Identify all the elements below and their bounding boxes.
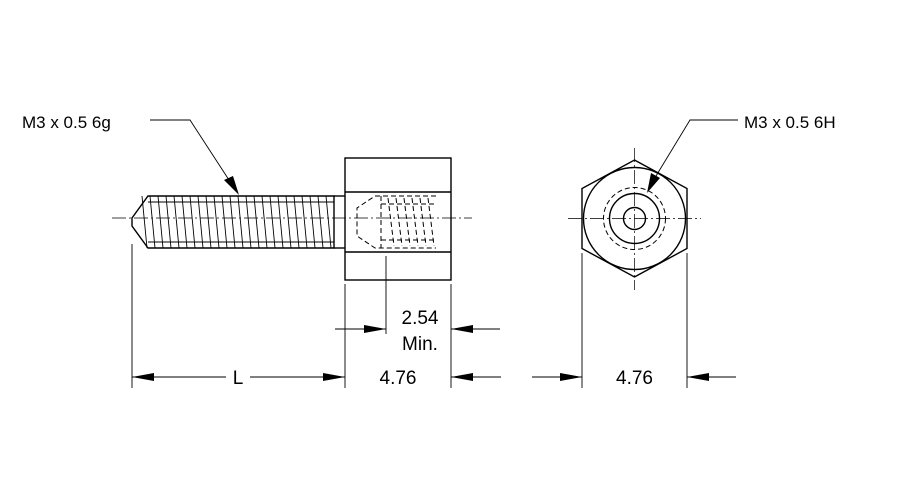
external-thread-crest bbox=[293, 195, 300, 249]
hex-length-label: 4.76 bbox=[380, 368, 417, 389]
length-dimension bbox=[132, 373, 345, 381]
external-thread-leader bbox=[150, 119, 239, 195]
external-thread-crest bbox=[157, 195, 164, 249]
thread-depth-dimension bbox=[335, 325, 500, 333]
external-thread-crest bbox=[285, 195, 292, 249]
external-thread-crest bbox=[269, 195, 276, 249]
external-thread-crest bbox=[245, 195, 252, 249]
external-thread-crest bbox=[181, 195, 188, 249]
internal-thread-leader bbox=[647, 119, 738, 193]
external-thread-crest bbox=[173, 195, 180, 249]
external-thread-crest bbox=[253, 195, 260, 249]
internal-thread-crest bbox=[395, 197, 403, 247]
external-thread-crest bbox=[237, 195, 244, 249]
external-thread-crest bbox=[261, 195, 268, 249]
internal-thread-crest bbox=[403, 197, 411, 247]
external-thread-crest bbox=[221, 195, 228, 249]
across-flats-label: 4.76 bbox=[616, 368, 653, 389]
hex-body bbox=[334, 157, 452, 281]
external-thread-crest bbox=[317, 195, 324, 249]
threaded-stud bbox=[131, 195, 335, 249]
external-thread-crest bbox=[309, 195, 316, 249]
external-thread-crest bbox=[277, 195, 284, 249]
external-thread-crest bbox=[149, 195, 156, 249]
internal-thread-crest bbox=[419, 197, 427, 247]
side-view bbox=[112, 157, 472, 281]
internal-thread-crest bbox=[387, 197, 395, 247]
external-thread-crest bbox=[301, 195, 308, 249]
thread-depth-qualifier: Min. bbox=[402, 334, 438, 355]
end-view bbox=[568, 148, 701, 290]
external-thread-crest bbox=[141, 195, 148, 249]
internal-tapped-hole bbox=[356, 195, 436, 249]
extension-lines bbox=[131, 244, 688, 388]
external-thread-lines bbox=[141, 195, 332, 249]
hex-length-dimension bbox=[451, 373, 501, 381]
external-thread-crest bbox=[229, 195, 236, 249]
external-thread-crest bbox=[189, 195, 196, 249]
internal-thread-lines bbox=[387, 197, 435, 247]
external-thread-callout: M3 x 0.5 6g bbox=[22, 113, 111, 132]
length-dimension-label: L bbox=[233, 368, 244, 389]
external-thread-crest bbox=[197, 195, 204, 249]
internal-thread-callout: M3 x 0.5 6H bbox=[744, 113, 836, 132]
across-flats-dimension bbox=[532, 373, 736, 381]
external-thread-crest bbox=[213, 195, 220, 249]
internal-thread-crest bbox=[427, 197, 435, 247]
external-thread-crest bbox=[165, 195, 172, 249]
internal-thread-crest bbox=[411, 197, 419, 247]
external-thread-crest bbox=[205, 195, 212, 249]
thread-depth-value: 2.54 bbox=[402, 308, 439, 329]
external-thread-crest bbox=[325, 195, 332, 249]
